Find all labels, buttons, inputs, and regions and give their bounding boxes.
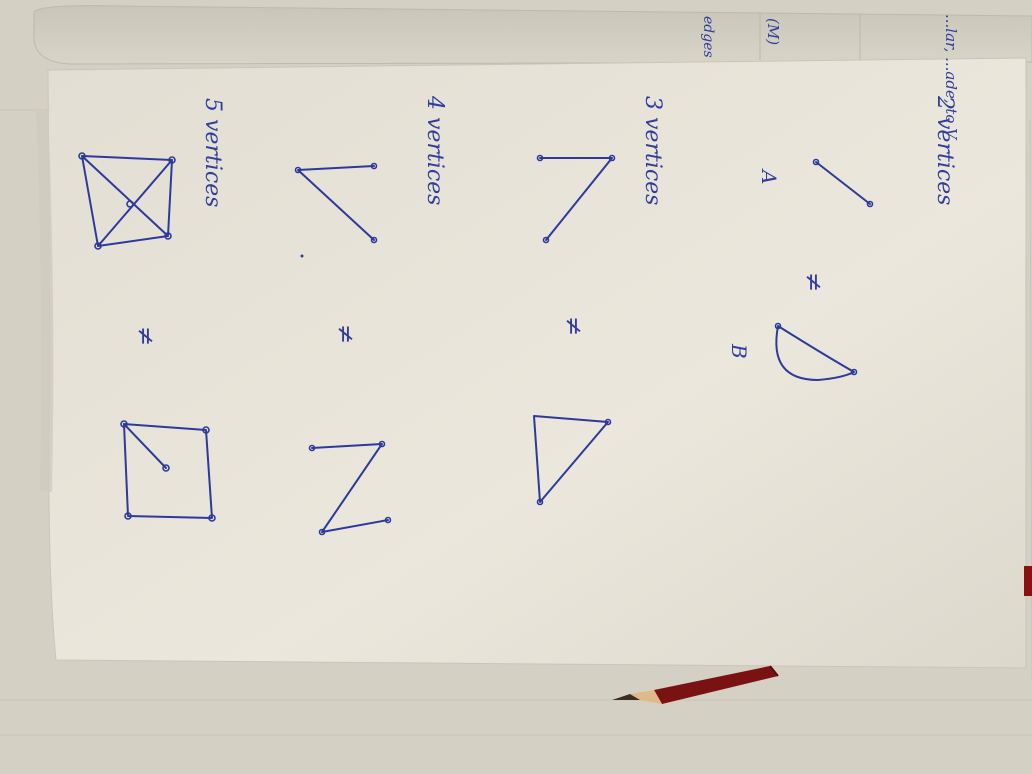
heading-5-vertices: 5 vertices: [200, 98, 225, 207]
label-a: A: [757, 168, 781, 184]
heading-2-vertices: 2 vertices: [932, 95, 957, 205]
heading-4-vertices: 4 vertices: [422, 95, 447, 205]
corner-note-bottom: edges: [700, 16, 716, 58]
notebook-spine: [33, 5, 1032, 65]
graph-2v-a: [812, 158, 874, 208]
corner-note-mid: (M): [764, 18, 782, 45]
bookmark: [1024, 566, 1032, 596]
graph-2v-b: [774, 322, 858, 381]
not-equal-sign-3: ≠: [332, 324, 360, 344]
pencil: [612, 665, 779, 704]
not-equal-sign-1: ≠: [800, 272, 828, 292]
corner-note-top: ...lar, ...ade, to V: [942, 14, 960, 141]
graph-5v-a: [78, 152, 176, 250]
graph-3v-b: [533, 415, 612, 506]
page-curl: [36, 110, 54, 492]
graph-4v-b: [308, 440, 392, 536]
notebook-page: [47, 57, 1027, 669]
graph-3v-a: [536, 154, 616, 244]
not-equal-sign-4: ≠: [132, 326, 160, 346]
heading-3-vertices: 3 vertices: [640, 96, 665, 205]
label-b: B: [727, 343, 751, 359]
not-equal-sign-2: ≠: [560, 316, 588, 336]
graph-4v-a: [294, 162, 378, 258]
graph-5v-b: [120, 420, 216, 522]
